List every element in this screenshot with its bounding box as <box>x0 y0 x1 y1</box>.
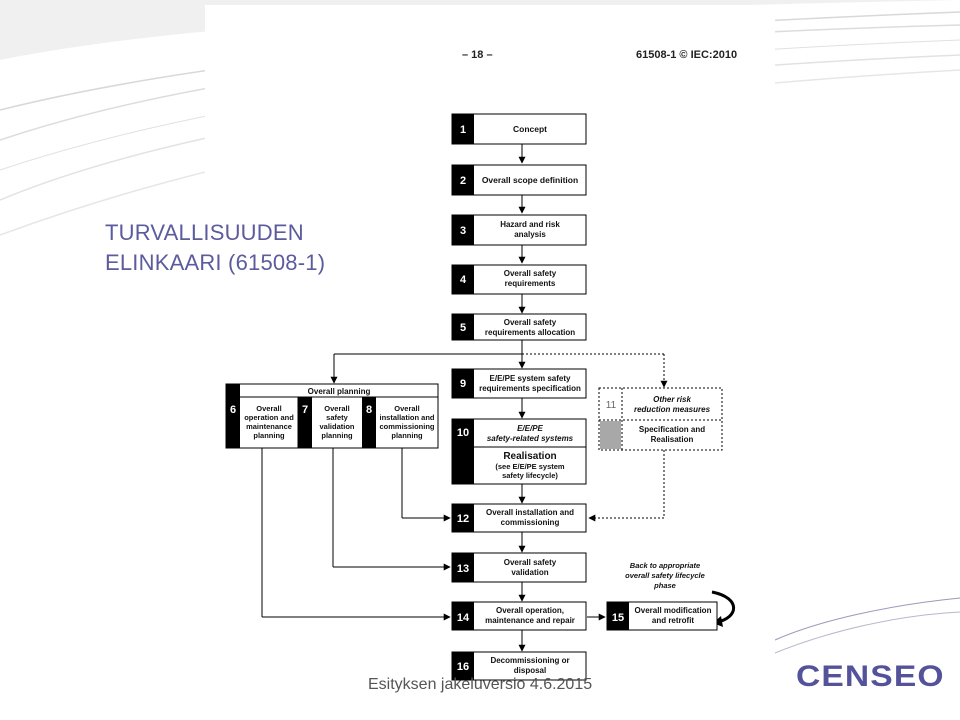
phase-7-label-line3: validation <box>319 422 354 431</box>
phase-16-box: 16 Decommissioning or disposal <box>451 651 587 681</box>
phase-11-box: 11 Other risk reduction measures Specifi… <box>598 387 723 451</box>
phase-9-label-line2: requirements specification <box>479 384 581 393</box>
phase-3-label-line1: Hazard and risk <box>500 220 560 229</box>
safety-lifecycle-diagram: 1 Concept 2 Overall scope definition 3 H… <box>225 113 735 681</box>
phase-12-label-line2: commissioning <box>501 518 560 527</box>
phase-6-label-line1: Overall <box>256 404 281 413</box>
phase-12-box: 12 Overall installation and commissionin… <box>451 503 587 533</box>
dotted-arrows <box>522 353 668 522</box>
phase-7-label-line2: safety <box>326 413 349 422</box>
back-to-phase-note: Back to appropriate overall safety lifec… <box>625 561 705 590</box>
phase-11-sub-line1: Specification and <box>639 425 705 434</box>
phase-12-label-line1: Overall installation and <box>486 508 574 517</box>
phase-3-label-line2: analysis <box>514 230 546 239</box>
phase-15-label-line2: and retrofit <box>652 616 695 625</box>
phase-6-label-line3: maintenance <box>246 422 292 431</box>
back-note-line2: overall safety lifecycle <box>625 571 705 580</box>
phase-4-label-line2: requirements <box>505 279 556 288</box>
phase-14-label-line1: Overall operation, <box>496 606 564 615</box>
standard-reference: 61508-1 © IEC:2010 <box>636 49 738 61</box>
phase-10-number: 10 <box>457 427 469 439</box>
phase-10-sub-line1: (see E/E/PE system <box>495 462 565 471</box>
phase-7-label-line4: planning <box>321 431 353 440</box>
phase-15-label-line1: Overall modification <box>635 606 712 615</box>
phase-9-box: 9 E/E/PE system safety requirements spec… <box>451 368 587 399</box>
phase-5-box: 5 Overall safety requirements allocation <box>451 313 587 341</box>
phase-2-label: Overall scope definition <box>482 175 578 185</box>
phase-14-box: 14 Overall operation, maintenance and re… <box>451 601 587 631</box>
phase-11-sub-line2: Realisation <box>651 435 694 444</box>
page-number: – 18 – <box>462 49 493 61</box>
phase-10-box: 10 E/E/PE safety-related systems Realisa… <box>451 418 587 485</box>
phase-5-label-line1: Overall safety <box>504 318 557 327</box>
phase-11-label-line1: Other risk <box>653 395 691 404</box>
phase-5-number: 5 <box>460 322 466 334</box>
phase-5-label-line2: requirements allocation <box>485 328 575 337</box>
phase-2-box: 2 Overall scope definition <box>451 164 587 196</box>
phase-7-number: 7 <box>302 404 308 416</box>
return-curve-arrow <box>711 590 735 624</box>
slide-title: TURVALLISUUDEN ELINKAARI (61508-1) <box>105 218 325 278</box>
phase-12-number: 12 <box>457 513 469 525</box>
phase-4-label-line1: Overall safety <box>504 269 557 278</box>
phase-4-box: 4 Overall safety requirements <box>451 264 587 295</box>
phase-13-number: 13 <box>457 563 469 575</box>
phase-1-number: 1 <box>460 124 466 136</box>
flow-arrows <box>261 144 606 652</box>
censeo-logo: CENSEO <box>796 660 945 693</box>
phase-11-label-line2: reduction measures <box>634 405 711 414</box>
phase-10-sub-line2: safety lifecycle) <box>502 471 558 480</box>
slide-title-line2: ELINKAARI (61508-1) <box>105 250 326 275</box>
phase-3-number: 3 <box>460 225 466 237</box>
phase-2-number: 2 <box>460 175 466 187</box>
phase-11-number: 11 <box>606 400 617 411</box>
footer-text: Esityksen jakeluversio 4.6.2015 <box>368 676 593 693</box>
phase-13-label-line2: validation <box>511 568 548 577</box>
phase-10-label-line1: E/E/PE <box>517 424 543 433</box>
phase-15-number: 15 <box>612 612 624 624</box>
phase-7-label-line1: Overall <box>324 404 349 413</box>
phase-8-number: 8 <box>366 404 372 416</box>
phase-10-realisation: Realisation <box>503 451 556 462</box>
phase-16-number: 16 <box>457 661 469 673</box>
phase-8-label-line4: planning <box>391 431 423 440</box>
phase-8-label-line1: Overall <box>394 404 419 413</box>
phase-6-label-line2: operation and <box>244 413 294 422</box>
phase-8-label-line2: installation and <box>379 413 434 422</box>
phase-16-label-line1: Decommissioning or <box>490 656 569 665</box>
phase-16-label-line2: disposal <box>514 666 546 675</box>
overall-planning-header: Overall planning <box>308 387 371 396</box>
phase-6-number: 6 <box>230 404 236 416</box>
overall-planning-group: Overall planning 6 7 8 Overall operation… <box>225 383 439 449</box>
phase-1-box: 1 Concept <box>451 113 587 145</box>
phase-3-box: 3 Hazard and risk analysis <box>451 214 587 246</box>
phase-9-number: 9 <box>460 378 466 390</box>
phase-13-label-line1: Overall safety <box>504 558 557 567</box>
phase-6-label-line4: planning <box>253 431 285 440</box>
phase-1-label: Concept <box>513 124 547 134</box>
phase-10-label-line2: safety-related systems <box>487 434 574 443</box>
back-note-line3: phase <box>653 581 676 590</box>
back-note-line1: Back to appropriate <box>630 561 700 570</box>
phase-15-box: 15 Overall modification and retrofit <box>606 601 718 631</box>
slide-title-line1: TURVALLISUUDEN <box>105 220 304 245</box>
phase-8-label-line3: commissioning <box>379 422 434 431</box>
phase-13-box: 13 Overall safety validation <box>451 552 587 583</box>
phase-14-number: 14 <box>457 612 470 624</box>
phase-9-label-line1: E/E/PE system safety <box>490 374 571 383</box>
phase-14-label-line2: maintenance and repair <box>485 616 575 625</box>
phase-4-number: 4 <box>460 274 467 286</box>
